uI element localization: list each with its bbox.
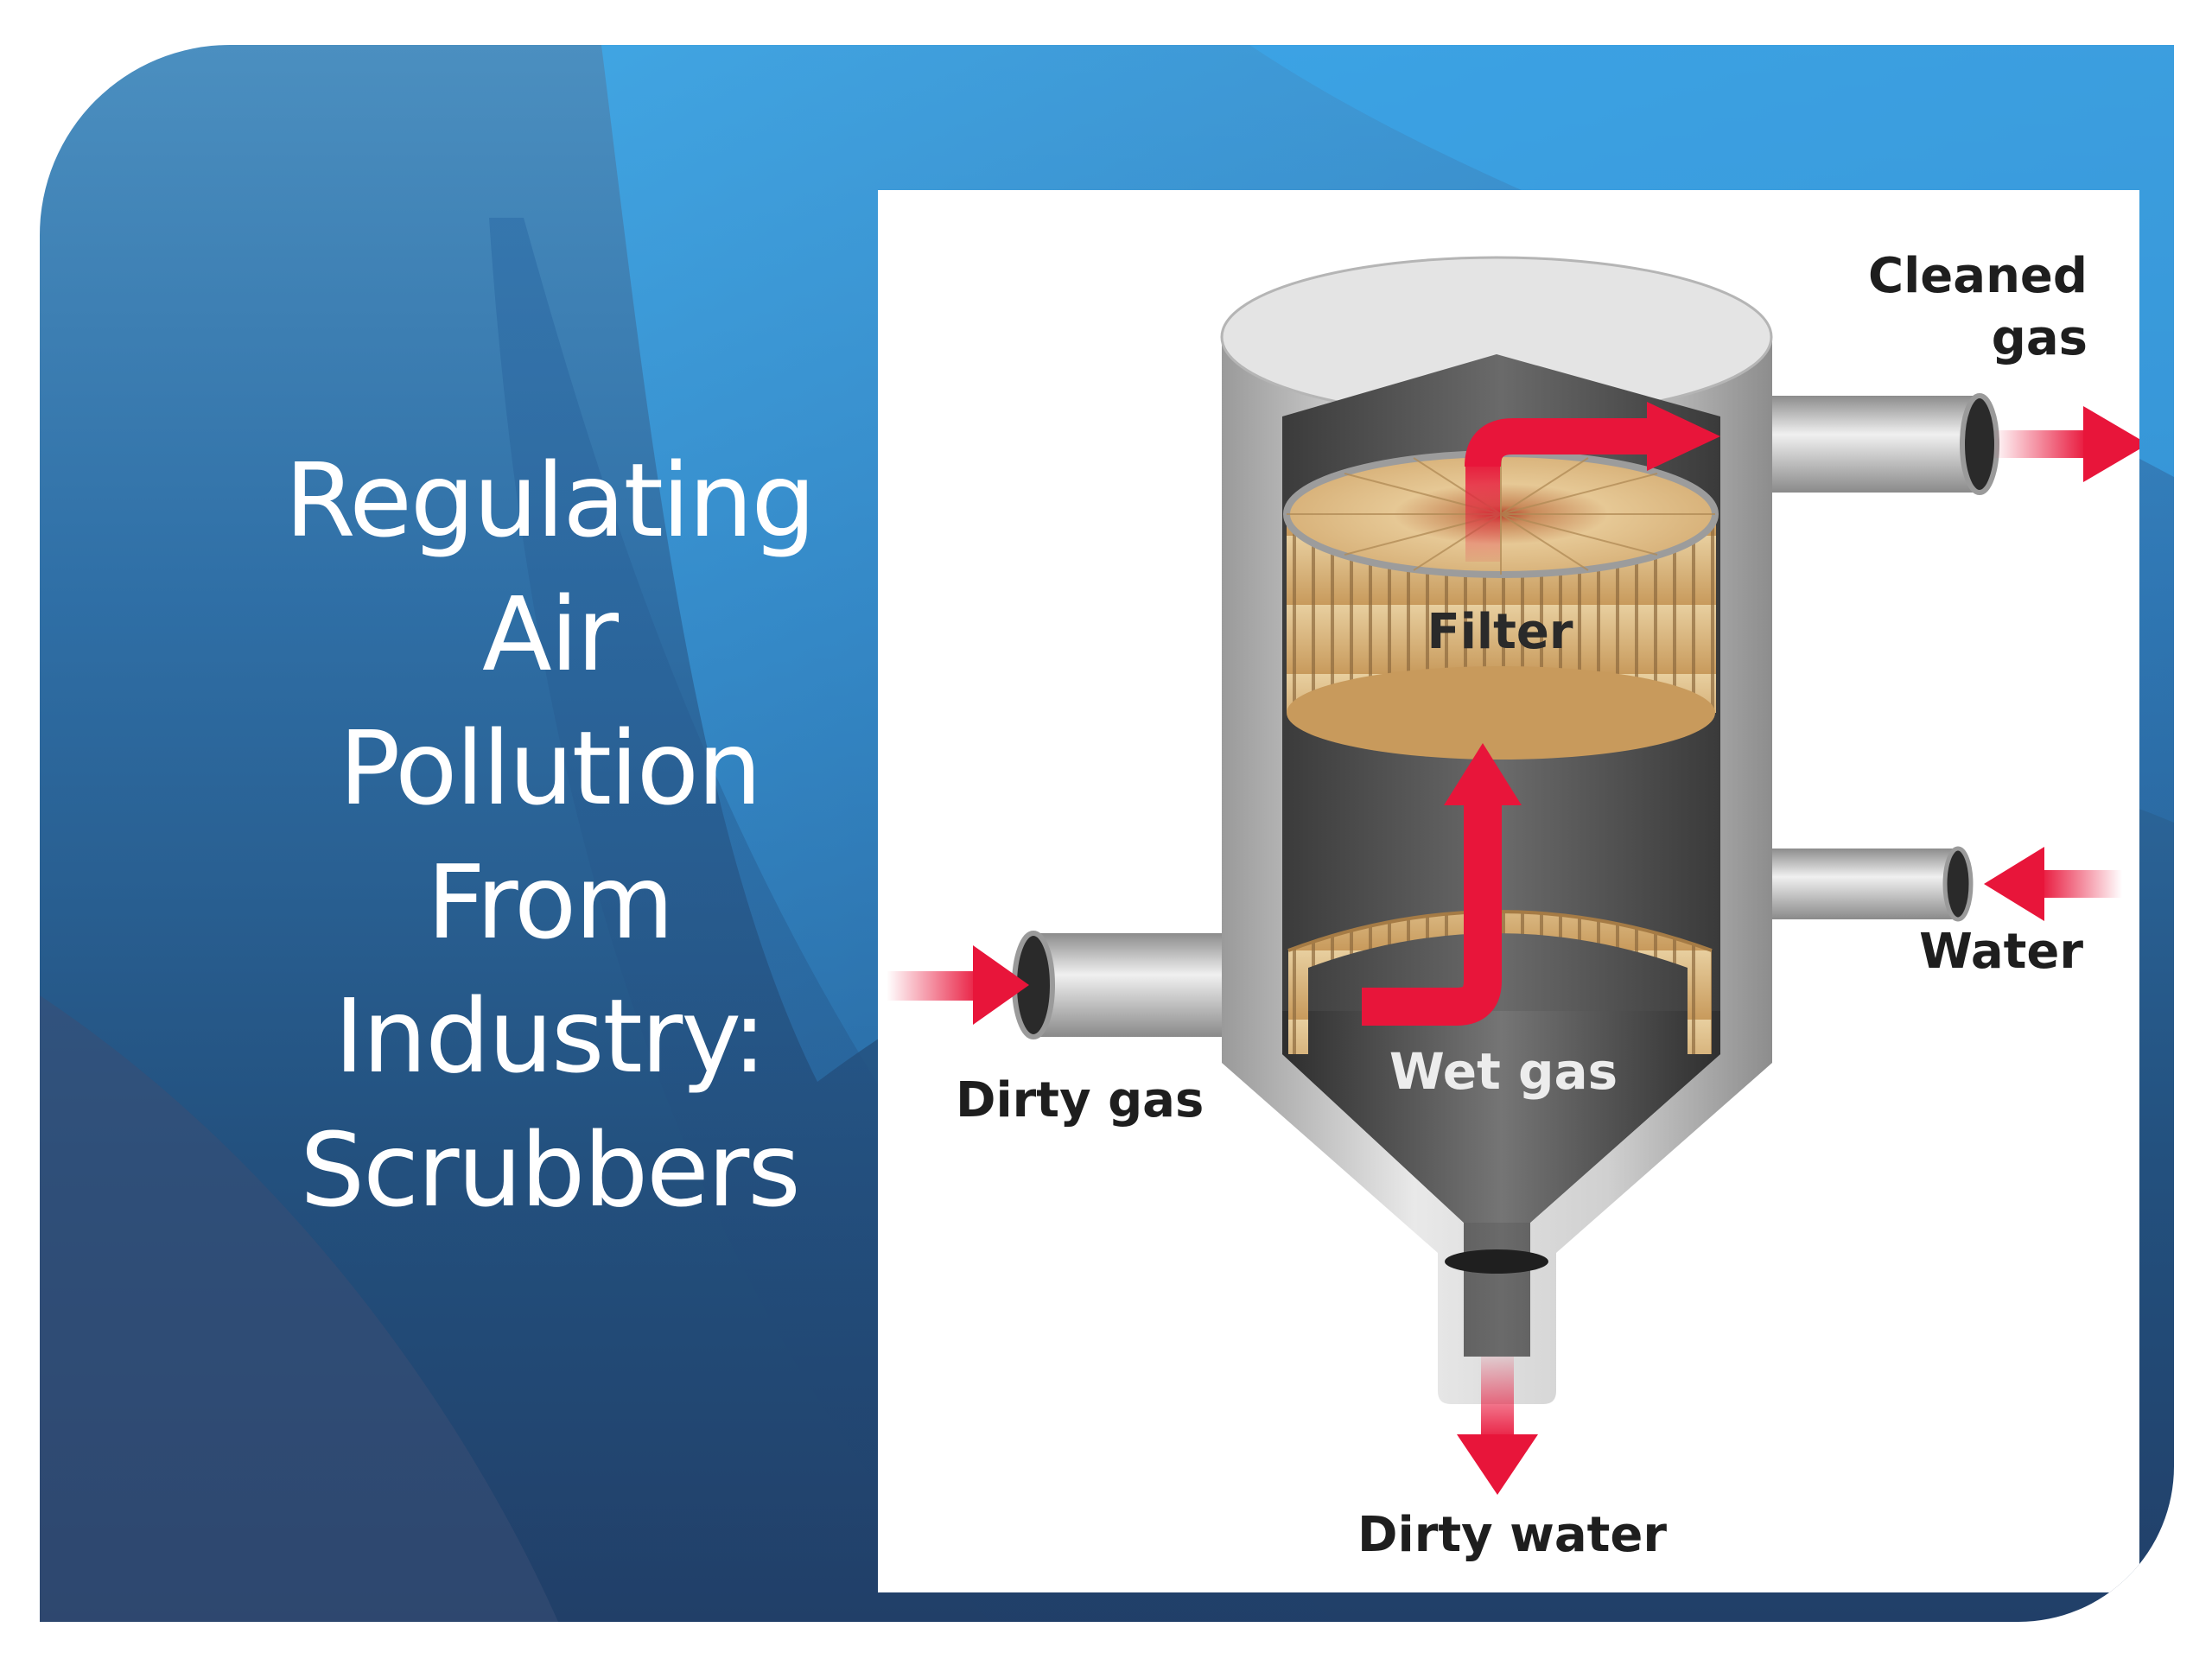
label-dirty-gas: Dirty gas: [956, 1072, 1204, 1128]
label-cleaned-gas: Cleaned: [1868, 248, 2088, 304]
cleaned-gas-arrow: [1993, 430, 2088, 458]
water-arrow: [2040, 870, 2122, 898]
label-cleaned-gas: gas: [1992, 310, 2088, 366]
dirty-gas-inlet-pipe: [1012, 931, 1222, 1039]
title-line: Pollution: [339, 709, 762, 828]
water-inlet-pipe: [1772, 846, 1974, 922]
label-dirty-water: Dirty water: [1357, 1507, 1667, 1563]
title-line: From: [426, 842, 674, 962]
flow-arrows: [887, 402, 2139, 1495]
label-wet-gas: Wet gas: [1389, 1042, 1618, 1101]
scrubber-diagram: Cleaned gas Filter Water Dirty gas Wet g…: [878, 190, 2139, 1592]
slide-title: Regulating Air Pollution From Industry: …: [187, 434, 912, 1237]
scrubber-illustration: Cleaned gas Filter Water Dirty gas Wet g…: [887, 248, 2139, 1563]
filter-unit: [1283, 450, 1719, 760]
dirty-gas-arrow: [887, 971, 982, 1001]
title-line: Regulating: [284, 441, 817, 560]
title-line: Industry:: [334, 976, 767, 1096]
slide: Regulating Air Pollution From Industry: …: [40, 45, 2174, 1622]
label-water: Water: [1919, 924, 2083, 980]
wet-gas-arrow: [1362, 799, 1502, 1026]
title-line: Air: [481, 575, 619, 694]
title-line: Scrubbers: [300, 1110, 800, 1230]
dirty-water-arrow: [1481, 1357, 1514, 1443]
cleaned-gas-outlet-pipe: [1772, 393, 1999, 495]
label-filter: Filter: [1427, 604, 1573, 660]
